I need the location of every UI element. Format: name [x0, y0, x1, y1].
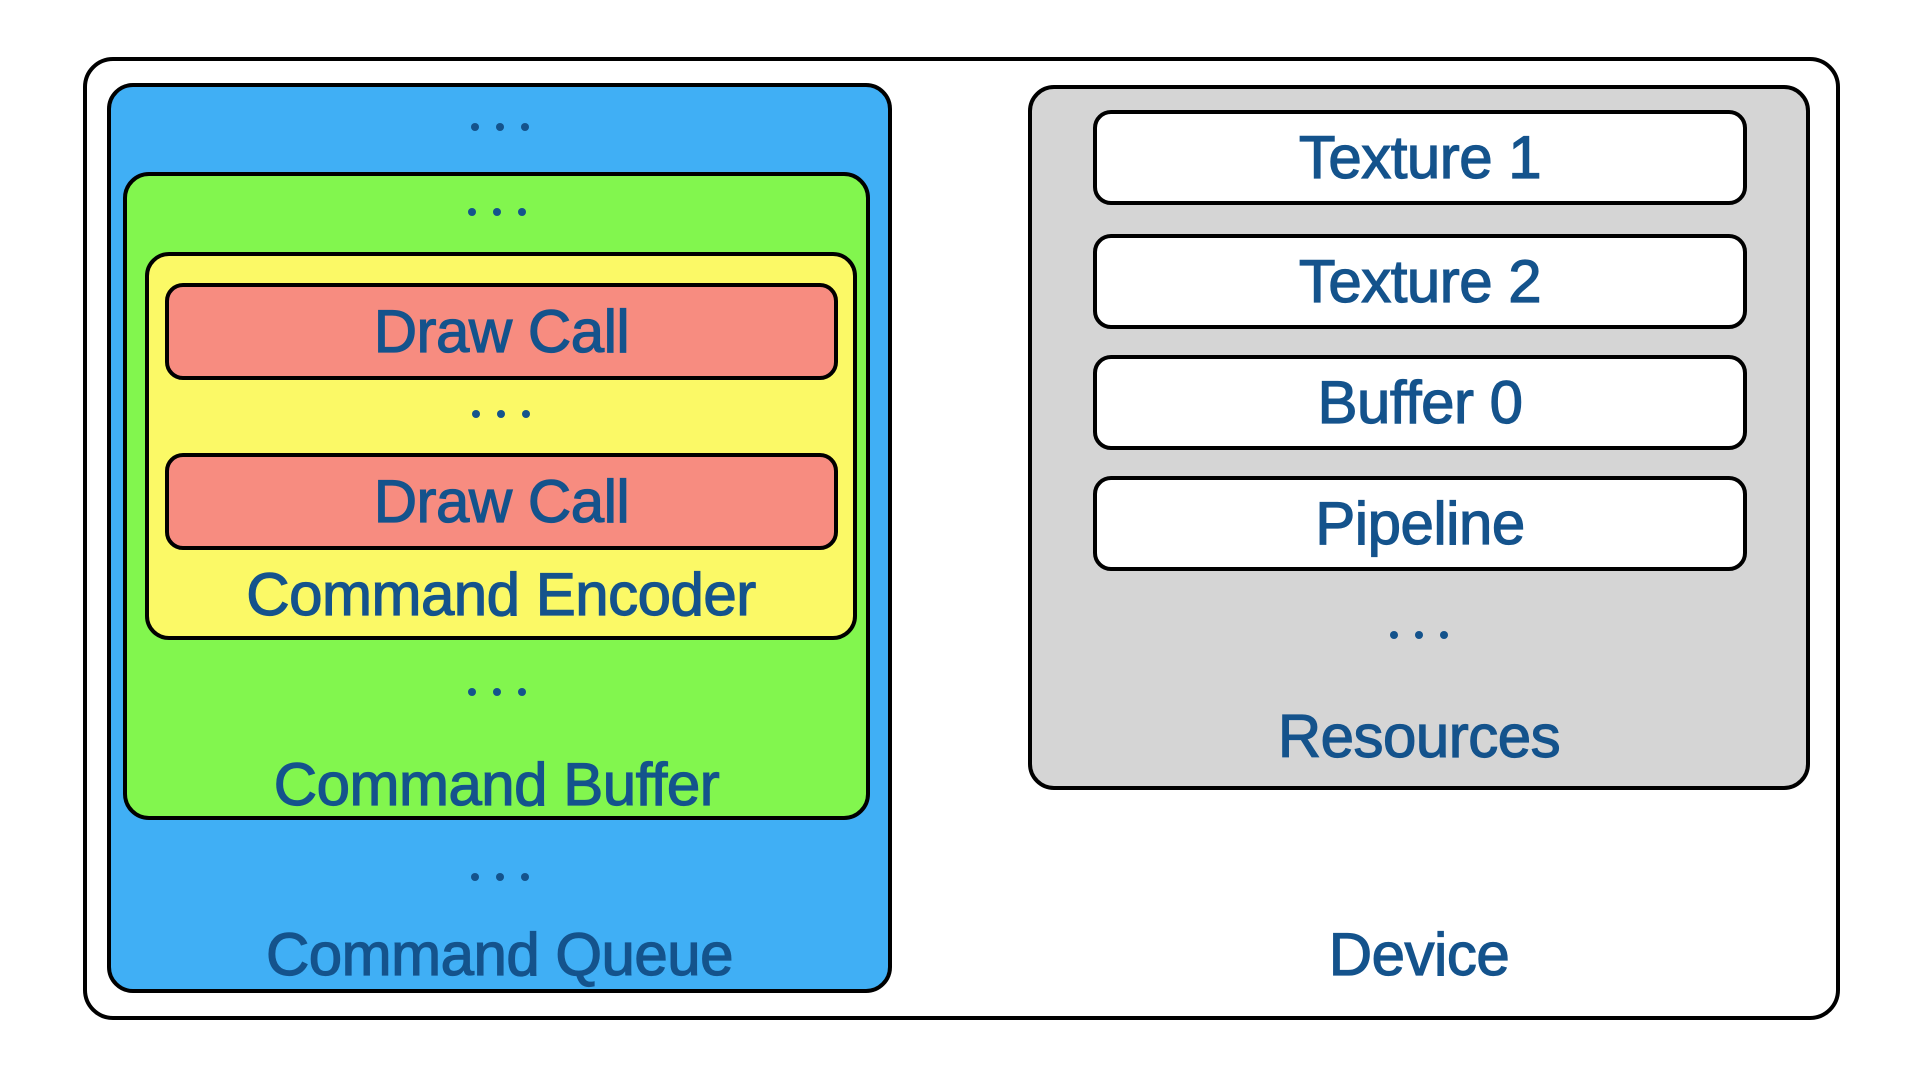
resource-label: Pipeline	[1315, 489, 1526, 557]
resource-row-buffer-0: Buffer 0	[1093, 355, 1747, 450]
command-encoder-box: Draw Call Draw Call Command Encoder	[145, 252, 857, 640]
draw-call-label: Draw Call	[373, 467, 630, 535]
dot	[517, 688, 526, 696]
resource-label: Buffer 0	[1317, 368, 1524, 436]
dot	[517, 208, 526, 216]
resource-row-pipeline: Pipeline	[1093, 476, 1747, 571]
dot	[495, 123, 504, 131]
resource-row-texture-1: Texture 1	[1093, 110, 1747, 205]
dot	[497, 410, 505, 418]
dot	[520, 873, 529, 881]
ellipsis-icon	[127, 688, 866, 696]
ellipsis-icon	[127, 208, 866, 216]
dot	[495, 873, 504, 881]
device-label: Device	[1328, 920, 1510, 988]
ellipsis-icon	[111, 873, 888, 881]
dot	[520, 123, 529, 131]
resources-label: Resources	[1277, 702, 1561, 770]
draw-call-box: Draw Call	[165, 283, 838, 380]
draw-call-label: Draw Call	[373, 297, 630, 365]
resource-label: Texture 1	[1298, 123, 1542, 191]
command-buffer-label: Command Buffer	[273, 750, 720, 818]
dot	[472, 410, 480, 418]
dot	[1415, 631, 1423, 639]
draw-call-box: Draw Call	[165, 453, 838, 550]
resource-label: Texture 2	[1298, 247, 1542, 315]
command-queue-box: Draw Call Draw Call Command Encoder Comm…	[107, 83, 892, 993]
device-box: Draw Call Draw Call Command Encoder Comm…	[83, 57, 1840, 1020]
dot	[1440, 631, 1448, 639]
dot	[467, 208, 476, 216]
command-buffer-box: Draw Call Draw Call Command Encoder Comm…	[123, 172, 870, 820]
dot	[492, 688, 501, 696]
resource-row-texture-2: Texture 2	[1093, 234, 1747, 329]
dot	[470, 873, 479, 881]
dot	[522, 410, 530, 418]
dot	[470, 123, 479, 131]
ellipsis-icon	[149, 410, 853, 418]
ellipsis-icon	[111, 123, 888, 131]
command-encoder-label: Command Encoder	[246, 560, 757, 628]
dot	[492, 208, 501, 216]
dot	[1390, 631, 1398, 639]
dot	[467, 688, 476, 696]
resources-box: Texture 1 Texture 2 Buffer 0 Pipeline Re…	[1028, 85, 1810, 790]
ellipsis-icon	[1032, 631, 1806, 639]
command-queue-label: Command Queue	[265, 920, 734, 988]
